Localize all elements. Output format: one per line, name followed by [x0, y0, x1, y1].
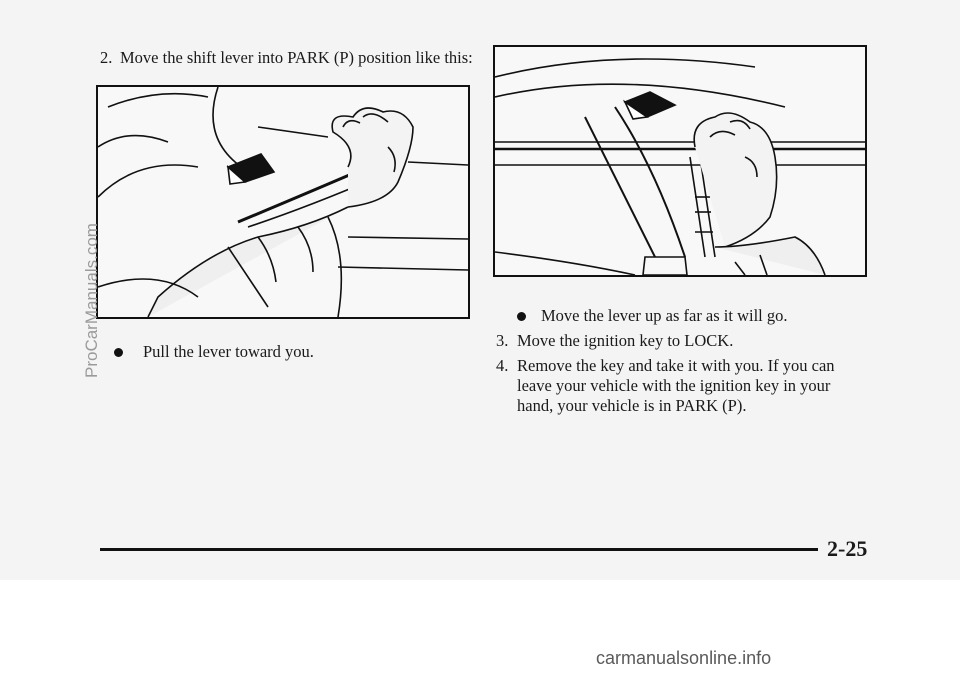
step-3-number: 3. [496, 331, 509, 350]
shift-lever-up-illustration [493, 45, 867, 277]
step-4-number: 4. [496, 356, 509, 375]
step-4-line-2: leave your vehicle with the ignition key… [517, 376, 831, 395]
bullet-dot [517, 312, 526, 321]
manual-page: 2. Move the shift lever into PARK (P) po… [0, 0, 960, 580]
footer-site-text: carmanualsonline.info [596, 648, 772, 668]
footer-rule [100, 548, 818, 551]
step-2-text: Move the shift lever into PARK (P) posit… [120, 48, 473, 67]
step-4-line-1: Remove the key and take it with you. If … [517, 356, 835, 375]
pull-lever-text: Pull the lever toward you. [143, 342, 314, 361]
step-2-number: 2. [100, 48, 113, 67]
bullet-dot [114, 348, 123, 357]
shift-lever-pull-illustration [96, 85, 470, 319]
step-3-text: Move the ignition key to LOCK. [517, 331, 734, 350]
watermark-text: ProCarManuals.com [82, 223, 101, 378]
step-4-line-3: hand, your vehicle is in PARK (P). [517, 396, 747, 415]
move-lever-up-text: Move the lever up as far as it will go. [541, 306, 788, 325]
page-number: 2-25 [827, 536, 868, 561]
